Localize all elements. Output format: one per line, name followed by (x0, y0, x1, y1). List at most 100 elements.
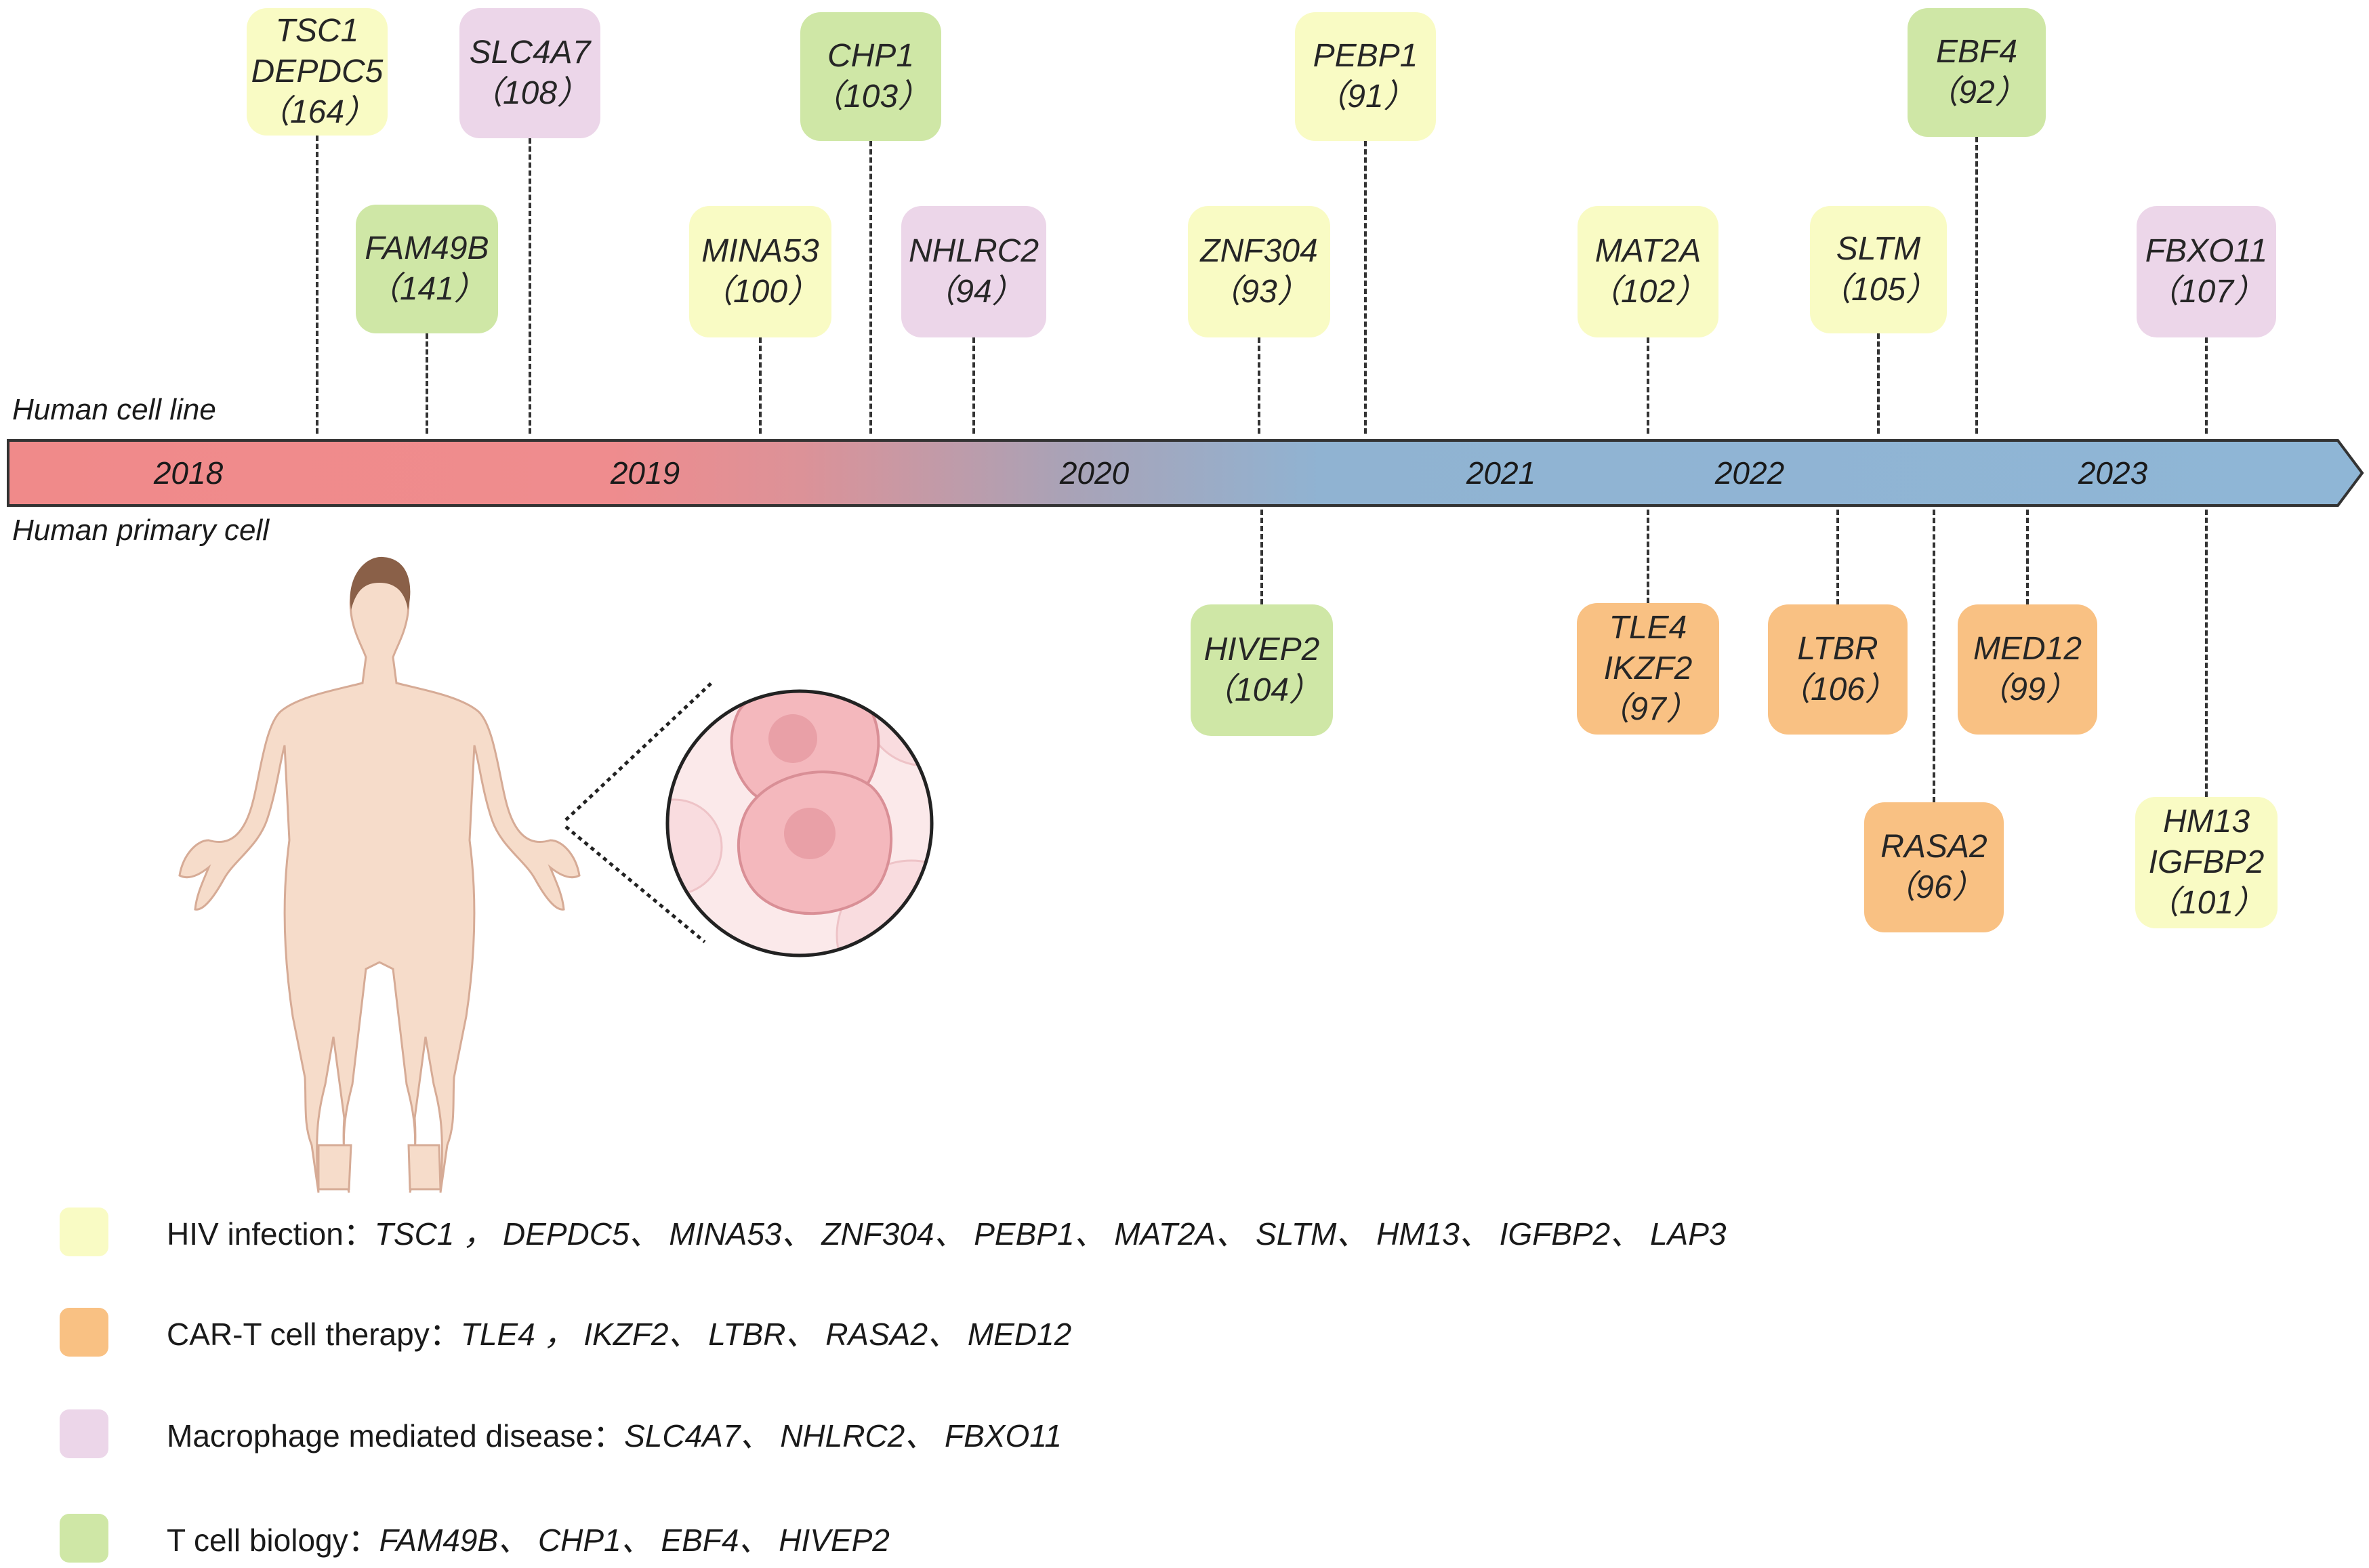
year-label-2019: 2019 (610, 455, 680, 491)
legend-label-hiv: HIV infection： (167, 1216, 375, 1252)
gene-count: （141） (367, 271, 487, 307)
connector-line-slc4a7 (529, 138, 531, 434)
gene-box-ebf4: EBF4（92） (1908, 8, 2046, 137)
gene-count: （106） (1777, 672, 1898, 707)
gene-name: DEPDC5 (251, 54, 384, 89)
gene-count: （99） (1977, 672, 2078, 707)
gene-count: （103） (810, 79, 931, 115)
year-label-2018: 2018 (153, 455, 224, 491)
connector-line-sltm (1877, 333, 1880, 434)
gene-box-mina53: MINA53 （100） (689, 206, 831, 337)
legend-swatch-tcell (60, 1514, 108, 1563)
connector-line-nhlrc2 (972, 337, 975, 434)
gene-box-ltbr: LTBR （106） (1768, 604, 1908, 735)
gene-box-med12: MED12 （99） (1958, 604, 2097, 735)
gene-box-slc4a7: SLC4A7 （108） (459, 8, 600, 138)
gene-name: FAM49B (365, 230, 489, 266)
legend-label-tcell: T cell biology： (167, 1523, 379, 1558)
gene-count: （102） (1588, 274, 1708, 310)
gene-name: SLTM (1836, 231, 1921, 267)
gene-count: （108） (470, 75, 590, 111)
legend-swatch-macrophage (60, 1409, 108, 1458)
gene-name: LTBR (1797, 631, 1878, 667)
gene-name: ZNF304 (1200, 233, 1318, 269)
gene-count: （94） (923, 274, 1025, 310)
year-label-2022: 2022 (1714, 455, 1784, 491)
human-hair-icon (350, 556, 411, 610)
gene-name: TLE4 (1609, 610, 1687, 646)
gene-name: IGFBP2 (2148, 844, 2265, 880)
legend-item-cart: CAR-T cell therapy：TLE4 ， IKZF2、 LTBR、 R… (60, 1305, 1071, 1359)
connector-line-chp1 (869, 141, 872, 434)
connector-line-tsc1 (316, 136, 318, 434)
year-label-2023: 2023 (2078, 455, 2148, 491)
connector-line-fbxo11 (2205, 337, 2208, 434)
gene-name: CHP1 (827, 38, 915, 74)
timeline-arrow (7, 439, 2364, 507)
legend-genes-tcell: FAM49B、 CHP1、 EBF4、 HIVEP2 (379, 1523, 890, 1558)
gene-box-znf304: ZNF304 （93） (1188, 206, 1330, 337)
gene-count: （93） (1208, 274, 1310, 310)
connector-line-hm13 (2205, 510, 2208, 797)
connector-line-mat2a (1647, 337, 1649, 434)
gene-name: MAT2A (1594, 233, 1702, 269)
gene-name: RASA2 (1880, 829, 1987, 865)
legend-item-hiv: HIV infection：TSC1 ， DEPDC5、 MINA53、 ZNF… (60, 1205, 1727, 1259)
legend-label-macrophage: Macrophage mediated disease： (167, 1418, 625, 1453)
connector-line-znf304 (1258, 337, 1260, 434)
gene-count: （105） (1818, 272, 1939, 308)
gene-box-pebp1: PEBP1 （91） (1295, 12, 1436, 141)
gene-name: SLC4A7 (469, 35, 591, 70)
gene-name: TSC1 (275, 13, 359, 49)
gene-name: PEBP1 (1313, 38, 1418, 74)
gene-box-chp1: CHP1 （103） (800, 12, 941, 141)
human-primary-cell-label: Human primary cell (12, 514, 269, 547)
gene-box-fam49b: FAM49B （141） (356, 205, 498, 333)
legend-item-macrophage: Macrophage mediated disease：SLC4A7、 NHLR… (60, 1407, 1062, 1461)
legend-swatch-cart (60, 1308, 108, 1357)
gene-name: IKZF2 (1603, 651, 1693, 686)
gene-count: （100） (700, 274, 821, 310)
magnified-cells-icon (665, 689, 934, 957)
connector-line-mina53 (759, 337, 762, 434)
gene-name: MINA53 (701, 233, 819, 269)
gene-box-mat2a: MAT2A （102） (1578, 206, 1718, 337)
legend-label-cart: CAR-T cell therapy： (167, 1317, 461, 1352)
connector-line-tle4 (1647, 510, 1649, 603)
gene-name: HIVEP2 (1203, 632, 1320, 667)
legend-swatch-hiv (60, 1208, 108, 1256)
gene-count: （104） (1201, 672, 1322, 708)
legend-genes-hiv: TSC1 ， DEPDC5、 MINA53、 ZNF304、 PEBP1、 MA… (374, 1216, 1727, 1252)
connector-line-rasa2 (1933, 510, 1935, 802)
gene-box-hivep2: HIVEP2 （104） (1191, 604, 1333, 736)
gene-box-sltm: SLTM （105） (1810, 206, 1947, 333)
connector-line-ebf4 (1975, 137, 1978, 434)
year-label-2021: 2021 (1466, 455, 1536, 491)
gene-count: （107） (2146, 274, 2267, 310)
year-labels: 2018 2019 2020 2021 2022 2023 (153, 455, 2148, 491)
zoom-line-bottom (564, 825, 706, 943)
gene-count: （97） (1597, 691, 1699, 727)
gene-name: MED12 (1973, 631, 2082, 667)
gene-box-nhlrc2: NHLRC2 （94） (901, 206, 1046, 337)
zoom-line-top (564, 680, 714, 821)
connector-line-fam49b (426, 333, 428, 434)
connector-line-pebp1 (1364, 141, 1367, 434)
gene-name: HM13 (2162, 804, 2250, 840)
gene-count: （101） (2146, 885, 2267, 921)
gene-count: （91） (1315, 79, 1416, 115)
gene-box-rasa2: RASA2 （96） (1864, 802, 2004, 932)
connector-line-med12 (2026, 510, 2029, 604)
legend-genes-cart: TLE4 ， IKZF2、 LTBR、 RASA2、 MED12 (460, 1317, 1072, 1352)
human-body-icon (178, 561, 581, 1193)
gene-box-fbxo11: FBXO11 （107） (2137, 206, 2276, 337)
human-feet-icon (317, 1144, 442, 1191)
gene-count: （164） (257, 94, 377, 130)
gene-name: FBXO11 (2145, 233, 2268, 269)
gene-name: NHLRC2 (908, 233, 1039, 269)
gene-count: （96） (1883, 869, 1985, 905)
human-cell-line-label: Human cell line (12, 393, 216, 426)
